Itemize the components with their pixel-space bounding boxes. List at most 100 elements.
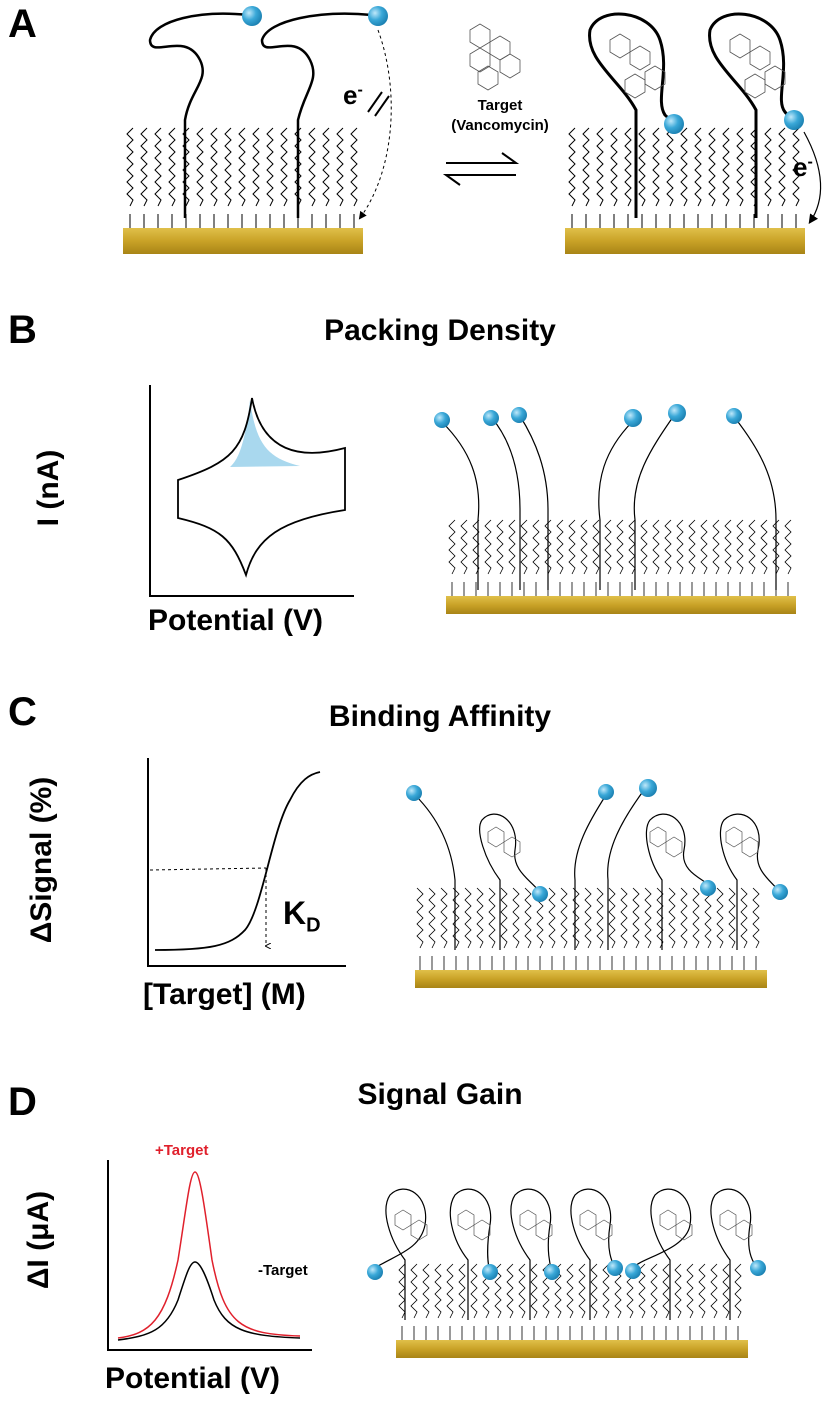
alkane-chain [764, 127, 772, 207]
redox-spheres-d [367, 1260, 766, 1280]
alkane-chain [572, 887, 580, 949]
redox-reporter-sphere [664, 114, 684, 134]
gold-electrode-right [565, 228, 805, 254]
alkane-chain [506, 1263, 514, 1319]
alkane-chain [620, 887, 628, 949]
electron-label-right: e- [793, 152, 813, 182]
target-name: (Vancomycin) [451, 117, 549, 134]
alkane-chain [698, 1263, 706, 1319]
panel-letter-b: B [8, 308, 37, 352]
alkane-chain [556, 519, 564, 575]
aptamer-strand [148, 12, 249, 218]
alkane-chain [748, 519, 756, 575]
alkane-chain [508, 519, 516, 575]
alkane-chain [688, 519, 696, 575]
redox-reporter-sphere [368, 6, 388, 26]
panel-d-axes [107, 1160, 312, 1351]
aptamer-strands-b [441, 413, 777, 590]
alkane-chain [448, 519, 456, 575]
alkane-chain [560, 887, 568, 949]
alkane-chain [446, 1263, 454, 1319]
blocked-electron-arrow [358, 29, 392, 220]
alkane-chain [602, 1263, 610, 1319]
half-signal-line [149, 867, 267, 871]
alkane-chain [210, 127, 218, 207]
alkane-chain [566, 1263, 574, 1319]
alkane-chain [596, 887, 604, 949]
alkane-chain [680, 887, 688, 949]
plus-target-curve [117, 1171, 301, 1339]
alkane-chain [638, 1263, 646, 1319]
alkane-chain [496, 519, 504, 575]
alkane-chain [428, 887, 436, 949]
alkane-chain [644, 887, 652, 949]
panel-c-xlabel: [Target] (M) [143, 978, 306, 1011]
alkane-chain [624, 127, 632, 207]
alkane-chain [252, 127, 260, 207]
cv-curve [177, 397, 346, 578]
alkane-chain [590, 1263, 598, 1319]
alkane-chain [686, 1263, 694, 1319]
panel-letter-c: C [8, 690, 37, 734]
electron-label-left: e- [343, 80, 363, 110]
aptamer-strands-c [414, 789, 779, 950]
alkane-chain [582, 127, 590, 207]
alkane-chain [280, 127, 288, 207]
alkane-chain [736, 519, 744, 575]
alkane-chain [494, 1263, 502, 1319]
gold-electrode [446, 596, 796, 614]
alkane-chain [638, 127, 646, 207]
alkane-chain [616, 519, 624, 575]
alkane-chain [168, 127, 176, 207]
alkane-chain [640, 519, 648, 575]
alkane-chain [694, 127, 702, 207]
alkane-chain [580, 519, 588, 575]
redox-spheres-c [406, 779, 788, 902]
alkane-chain [724, 519, 732, 575]
alkane-chain [524, 887, 532, 949]
alkane-chain [520, 519, 528, 575]
alkane-chain [530, 1263, 538, 1319]
alkane-chain [484, 519, 492, 575]
alkane-chain [512, 887, 520, 949]
gold-electrode [396, 1340, 748, 1358]
alkane-chain [652, 127, 660, 207]
alkane-chain [266, 127, 274, 207]
panel-d-xlabel: Potential (V) [105, 1362, 281, 1395]
alkane-chain [652, 519, 660, 575]
panel-b-xlabel: Potential (V) [148, 604, 324, 637]
cv-peak-area [230, 400, 300, 467]
alkane-chain [460, 519, 468, 575]
panel-a-schematic [123, 6, 822, 254]
alkane-chain [336, 127, 344, 207]
alkane-chain [692, 887, 700, 949]
alkane-chain [398, 1263, 406, 1319]
alkane-chain [656, 887, 664, 949]
target-label: Target [477, 97, 523, 114]
alkane-chain [664, 519, 672, 575]
minus-target-label: -Target [258, 1262, 308, 1279]
target-label-group: Target (Vancomycin) [430, 96, 570, 136]
alkane-chain [568, 127, 576, 207]
alkane-chain [704, 887, 712, 949]
alkane-chain [584, 887, 592, 949]
alkane-chain [778, 127, 786, 207]
alkane-chain [440, 887, 448, 949]
alkane-chain [610, 127, 618, 207]
alkane-chain [650, 1263, 658, 1319]
vancomycin-bound-c [487, 826, 759, 858]
kd-label: KD [283, 895, 321, 937]
alkane-chain [680, 127, 688, 207]
alkane-chain [238, 127, 246, 207]
alkane-chain [632, 887, 640, 949]
redox-reporter-sphere [784, 110, 804, 130]
alkane-chain [410, 1263, 418, 1319]
alkane-chain [196, 127, 204, 207]
panel-c-axes [147, 758, 346, 967]
alkane-chain [728, 887, 736, 949]
alkane-chain [154, 127, 162, 207]
panel-letter-d: D [8, 1080, 37, 1124]
alkane-chain [470, 1263, 478, 1319]
alkane-chain [568, 519, 576, 575]
alkane-chain [708, 127, 716, 207]
